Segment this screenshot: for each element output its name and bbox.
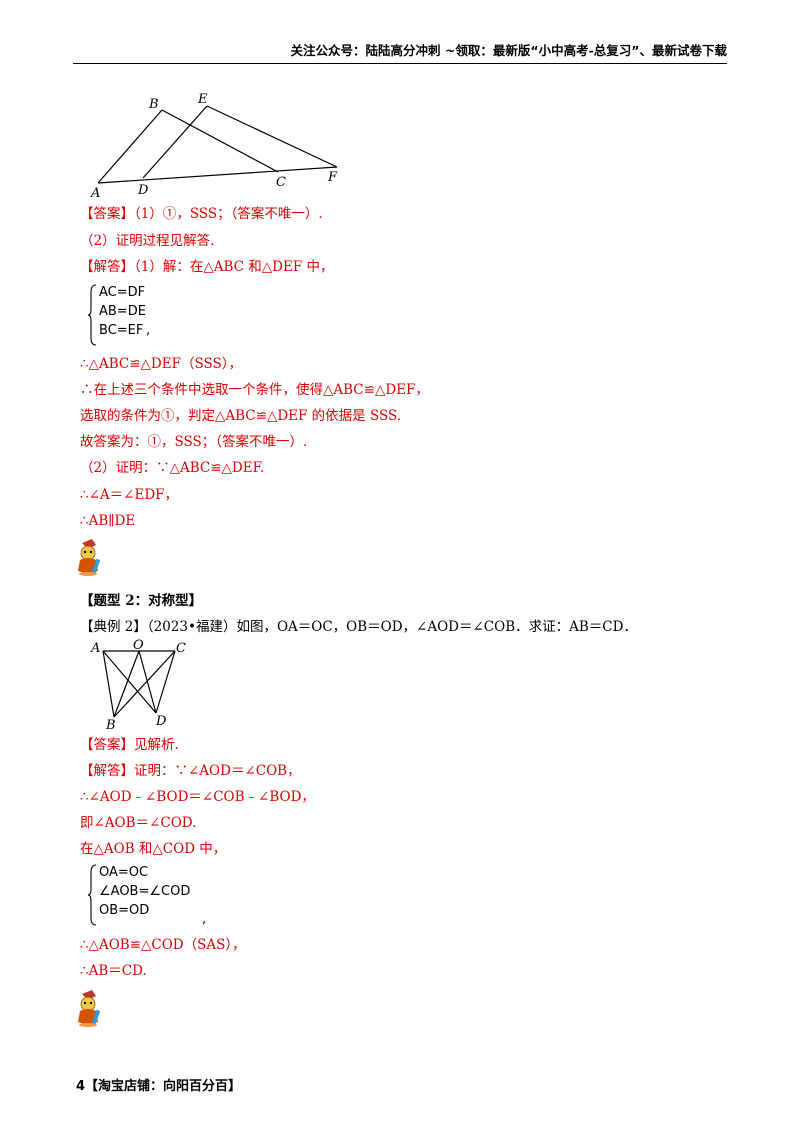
- label-c-2: C: [176, 641, 186, 656]
- label-b: B: [148, 97, 159, 112]
- label-b-2: B: [105, 718, 116, 733]
- figure-triangles-abc-def: B E A D C F: [90, 92, 338, 200]
- system-comma-1: ,: [146, 323, 151, 338]
- segment-bo: [113, 650, 140, 718]
- header-rule: [73, 63, 727, 64]
- solution-2-line-3: 即∠AOB＝∠COD.: [80, 815, 197, 831]
- segment-ef: [206, 105, 338, 168]
- system-brace-2: [88, 864, 97, 926]
- label-d-2: D: [155, 714, 167, 729]
- segment-dc: [155, 650, 176, 714]
- segment-ab-2: [102, 650, 115, 718]
- solution-2-line-4: 在△AOB 和△COD 中，: [80, 841, 227, 857]
- label-e: E: [197, 92, 208, 107]
- section-title-type-2: 【题型 2：对称型】: [80, 593, 203, 609]
- solution-2-line-2: ∴∠AOD﹣∠BOD＝∠COB﹣∠BOD，: [80, 789, 315, 805]
- solution-2-line-6: ∴AB＝CD.: [80, 963, 147, 979]
- equation-ob-od: OB=OD: [99, 903, 150, 918]
- solution-line-10: ∴AB∥DE: [80, 513, 136, 529]
- example-2-statement: 【典例 2】（2023•福建）如图，OA＝OC，OB＝OD，∠AOD＝∠COB．…: [80, 619, 637, 635]
- page-header: 关注公众号：陆陆高分冲刺 ~领取：最新版“小中高考-总复习”、最新试卷下载: [290, 43, 727, 58]
- label-o: O: [133, 638, 144, 653]
- figure-symmetric-triangles: A O C B D: [90, 638, 186, 733]
- mascot-icon: [78, 539, 101, 576]
- solution-line-7: 故答案为：①，SSS；（答案不唯一）.: [80, 434, 308, 450]
- answer-line-1: 【答案】（1）①，SSS；（答案不唯一）.: [80, 206, 323, 222]
- solution-line-1: 【解答】（1）解：在△ABC 和△DEF 中，: [80, 259, 334, 275]
- label-f: F: [327, 170, 338, 185]
- solution-line-6: 选取的条件为①，判定△ABC≌△DEF 的依据是 SSS.: [80, 408, 402, 424]
- segment-od: [138, 650, 157, 714]
- equation-ab-de: AB=DE: [99, 304, 146, 319]
- segment-de: [142, 105, 208, 179]
- label-a-2: A: [90, 641, 100, 656]
- segment-bc: [161, 109, 279, 173]
- solution-line-5: ∴在上述三个条件中选取一个条件，使得△ABC≌△DEF，: [80, 382, 429, 398]
- answer-2: 【答案】见解析.: [80, 737, 179, 753]
- system-comma-2: ,: [202, 912, 207, 927]
- equation-ac-df: AC=DF: [99, 285, 146, 300]
- label-d: D: [137, 183, 149, 198]
- label-a: A: [90, 186, 100, 200]
- solution-line-8: （2）证明：∵△ABC≌△DEF.: [80, 460, 265, 476]
- solution-2-line-1: 【解答】证明：∵∠AOD＝∠COB，: [80, 763, 301, 779]
- equation-system-2: OA=OC ∠AOB=∠COD OB=OD: [99, 863, 190, 920]
- equation-bc-ef: BC=EF: [99, 323, 144, 338]
- segment-ad: [102, 650, 157, 714]
- segment-af: [97, 166, 338, 184]
- equation-oa-oc: OA=OC: [99, 865, 149, 880]
- answer-line-2: （2）证明过程见解答.: [80, 233, 215, 249]
- solution-2-line-5: ∴△AOB≌△COD（SAS），: [80, 937, 246, 953]
- solution-line-4: ∴△ABC≌△DEF（SSS），: [80, 356, 242, 372]
- segment-cb: [113, 650, 176, 718]
- system-brace-1: [88, 284, 97, 346]
- segment-ab: [97, 109, 163, 184]
- page-footer: 4【淘宝店铺：向阳百分百】: [76, 1079, 242, 1094]
- solution-line-9: ∴∠A＝∠EDF，: [80, 487, 179, 503]
- equation-aob-cod: ∠AOB=∠COD: [99, 884, 191, 899]
- mascot-icon: [78, 990, 101, 1027]
- equation-system-1: AC=DF AB=DE BC=EF: [99, 283, 146, 340]
- label-c: C: [276, 175, 286, 190]
